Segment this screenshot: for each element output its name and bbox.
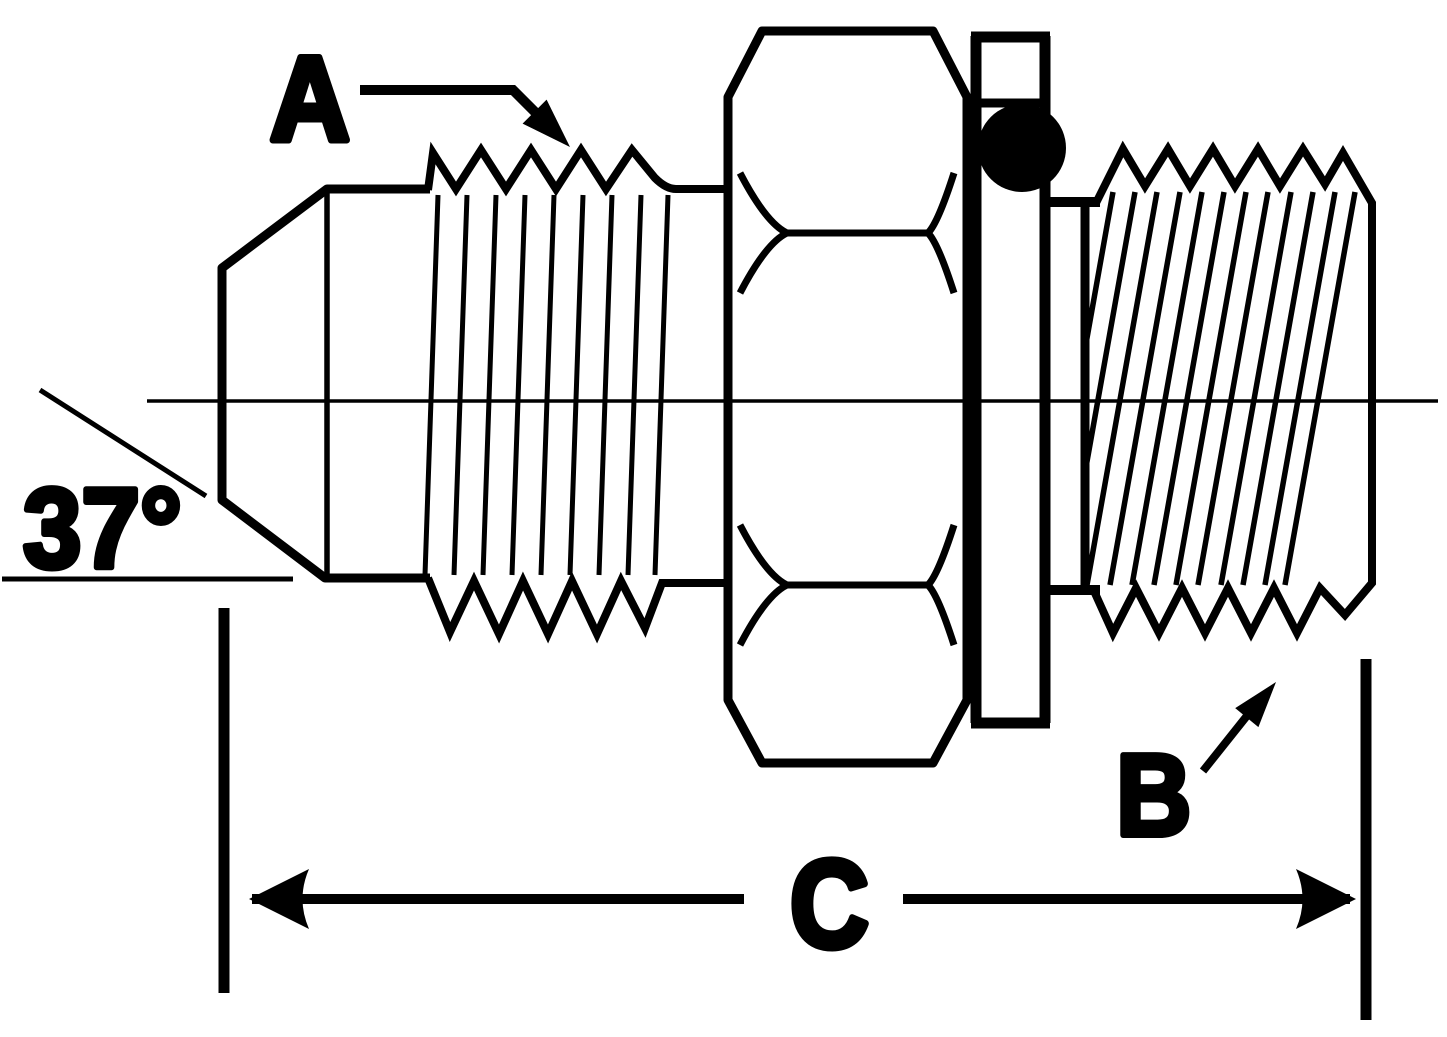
thread-shoulder-lines <box>1050 197 1100 595</box>
callout-b: B <box>1113 682 1276 863</box>
hex-face-boundary-lower <box>736 523 958 647</box>
label-a: A <box>270 33 350 166</box>
thread-crests-and-end <box>1090 140 1376 643</box>
label-flare-angle: 37° <box>23 466 182 592</box>
dimension-c: C <box>218 608 1372 1020</box>
arrowhead-c-left-icon <box>249 869 309 929</box>
angle-reference-line-diagonal <box>38 387 208 499</box>
male-thread-left <box>422 141 726 644</box>
hex-silhouette <box>723 26 972 768</box>
callout-flare-angle: 37° <box>2 387 293 595</box>
thread-crests-bottom <box>424 571 726 644</box>
leader-line-b <box>1199 709 1254 774</box>
flare-nose-outline <box>217 184 430 583</box>
label-b: B <box>1116 731 1191 860</box>
arrowhead-c-right-icon <box>1296 869 1356 929</box>
hex-nut <box>723 26 972 768</box>
arrowhead-b-icon <box>1235 682 1276 728</box>
callout-a: A <box>267 29 570 169</box>
male-thread-right <box>1050 140 1376 643</box>
thread-flank-lines <box>422 194 671 576</box>
hex-face-boundary-upper <box>736 171 958 295</box>
thread-flank-lines <box>1084 191 1358 586</box>
thread-crests-top <box>424 141 726 197</box>
label-c: C <box>790 834 869 973</box>
washer-outline <box>970 31 1051 729</box>
arrowhead-a-icon <box>522 99 570 147</box>
flare-nose <box>217 184 430 583</box>
o-ring <box>978 104 1066 192</box>
seal-assembly <box>970 31 1066 729</box>
